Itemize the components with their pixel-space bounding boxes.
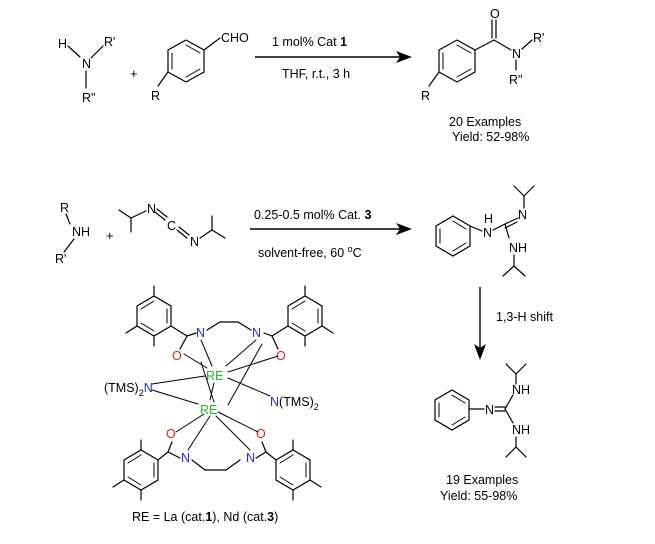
guanidine-product: H N N NH [435,185,535,277]
conditions-1-bottom: THF, r.t., 3 h [282,67,350,81]
aldehyde-cho: CHO [221,31,249,45]
reaction-arrow-2: 0.25-0.5 mol% Cat. 3 solvent-free, 60 oC [250,208,412,260]
reaction-1: H N R' R" + CHO R 1 mol% Cat 1 THF, r.t.… [58,7,544,144]
amine-r2: R" [82,91,95,105]
catalyst-structure: N O N O RE RE (TMS)2N N(TMS)2 [104,285,334,524]
catalyst-legend: RE = La (cat.1), Nd (cat.3) [132,510,278,524]
catalyst-n-top-right: N [252,326,261,340]
carbodiimide-reactant: N C N [118,202,226,249]
examples-count-1: 20 Examples [449,115,521,129]
tautomer-nh2: NH [512,423,530,437]
tms-amide-right: N(TMS)2 [270,395,319,412]
carbodiimide-c: C [167,219,176,233]
catalyst-o-top-right: O [276,349,286,363]
catalyst-n-bottom-left: N [181,451,190,465]
catalyst-o-bottom-left: O [166,427,176,441]
metal-center-top: RE [206,369,223,383]
tms-amide-left: (TMS)2N [104,381,153,398]
amine-n: N [82,57,91,71]
aldehyde-r: R [151,89,160,103]
carbodiimide-n1: N [147,202,156,216]
reaction-2: R NH R' + N C N 0.25-0.5 mol% Cat. 3 [55,185,553,503]
guanidine-h: H [484,212,493,226]
amine-reactant-2: R NH R' [55,201,90,266]
reaction-arrow-1: 1 mol% Cat 1 THF, r.t., 3 h [255,35,412,81]
yield-range-2: Yield: 55-98% [440,489,517,503]
catalyst-n-top-left: N [196,326,205,340]
guanidine-nh: NH [509,241,527,255]
amide-o: O [490,7,500,21]
catalyst-o-top-left: O [172,349,182,363]
guanidine-tautomer: N NH NH [434,363,530,458]
amine-r1: R' [104,35,115,49]
amide-r1: R' [533,31,544,45]
amide-r2: R" [509,73,522,87]
amine2-r1: R' [55,252,66,266]
shift-label: 1,3-H shift [496,310,553,324]
examples-count-2: 19 Examples [446,473,518,487]
amide-n: N [512,47,521,61]
plus-sign-1: + [130,66,138,81]
conditions-2-top: 0.25-0.5 mol% Cat. 3 [254,208,371,222]
metal-center-bottom: RE [200,403,217,417]
tautomer-n1: N [485,403,494,417]
amide-r: R [421,89,430,103]
yield-range-1: Yield: 52-98% [452,130,529,144]
plus-sign-2: + [106,228,114,243]
amine2-r: R [60,201,69,215]
guanidine-n2: N [518,208,527,222]
catalyst-n-bottom-right: N [246,451,255,465]
amide-product: O N R' R" R [421,7,544,103]
amine-h: H [58,37,67,51]
amine2-nh: NH [72,225,90,239]
shift-arrow: 1,3-H shift [474,287,553,360]
conditions-2-bottom: solvent-free, 60 oC [258,244,362,260]
amine-reactant-1: H N R' R" [58,35,115,105]
aldehyde-reactant: CHO R [151,31,249,103]
tautomer-nh1: NH [512,383,530,397]
carbodiimide-n2: N [190,235,199,249]
conditions-1-top: 1 mol% Cat 1 [272,35,347,49]
guanidine-n1: N [483,226,492,240]
catalyst-o-bottom-right: O [256,427,266,441]
